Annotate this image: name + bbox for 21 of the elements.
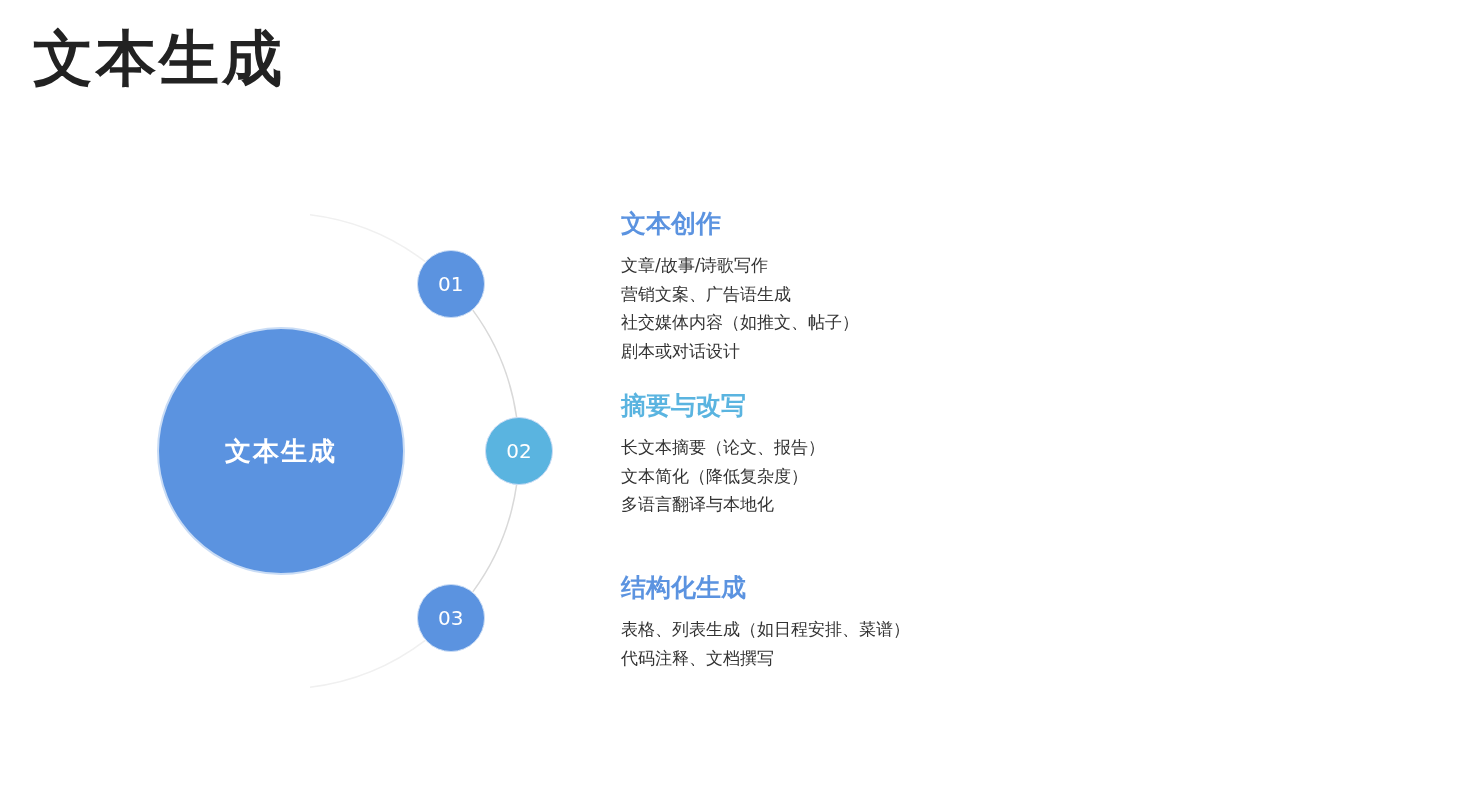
title: 文本生成 — [33, 22, 285, 94]
list-item: 表格、列表生成（如日程安排、菜谱） — [621, 618, 910, 641]
arc-line — [309, 639, 427, 688]
number-circle: 01 — [416, 250, 485, 319]
list-item: 代码注释、文档撰写 — [621, 646, 774, 670]
list-item: 多语言翻译与本地化 — [621, 493, 774, 517]
number-circle: 02 — [485, 417, 553, 485]
center-circle: 文本生成 — [157, 327, 405, 575]
section-heading: 结构化生成 — [621, 572, 746, 604]
list-item: 营销文案、广告语生成 — [621, 282, 791, 306]
list-item: 剧本或对话设计 — [621, 340, 740, 364]
section-heading: 文本创作 — [621, 208, 721, 240]
list-item: 文本简化（降低复杂度） — [621, 464, 808, 488]
arc-line — [472, 309, 518, 418]
section-heading: 摘要与改写 — [621, 390, 746, 422]
number-circle: 03 — [416, 583, 485, 652]
arc-line — [472, 484, 518, 593]
list-item: 社交媒体内容（如推文、帖子） — [621, 311, 859, 335]
list-item: 文章/故事/诗歌写作 — [621, 254, 769, 277]
list-item: 长文本摘要（论文、报告） — [621, 436, 825, 459]
arc-line — [309, 214, 427, 263]
